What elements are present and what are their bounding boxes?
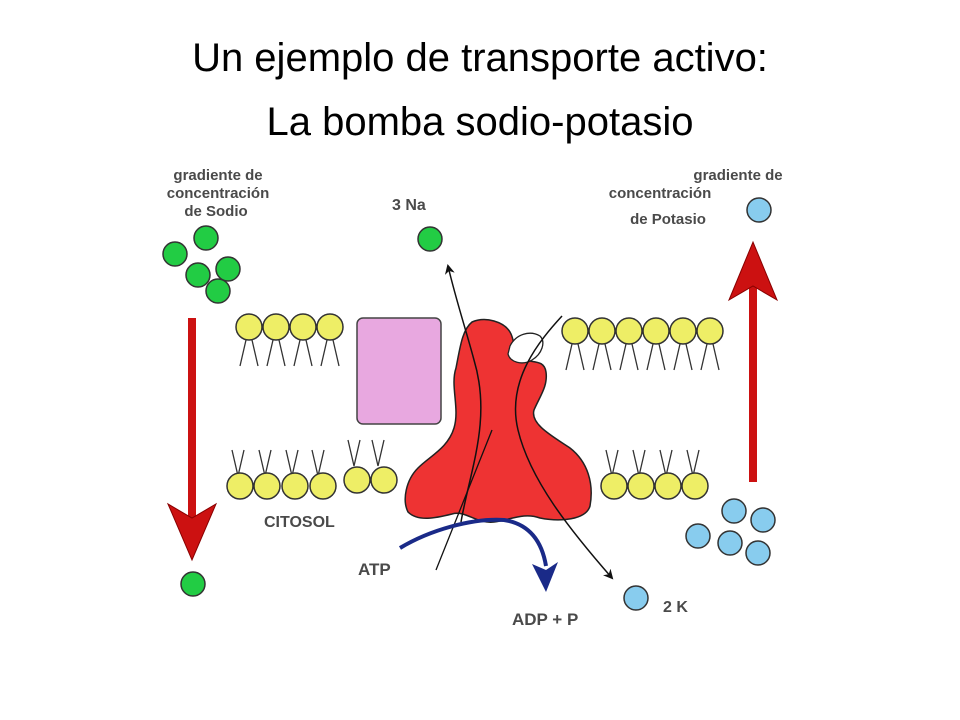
cytosol-label: CITOSOL: [264, 514, 335, 531]
upper-lipid-layer-right: [561, 317, 724, 371]
lower-lipid-layer-left: [226, 439, 398, 500]
potassium-gradient-arrow: [727, 240, 779, 482]
sodium-ion-outside: [417, 226, 443, 252]
title-line-2: La bomba sodio-potasio: [266, 100, 694, 144]
lower-lipid-layer-right: [600, 449, 709, 500]
potassium-ion-inside: [623, 585, 649, 611]
upper-lipid-layer-left: [235, 313, 344, 367]
potassium-ion: [750, 507, 776, 533]
sodium-ion-cytosol: [180, 571, 206, 597]
potassium-gradient-label: gradiente de concentración de Potasio: [609, 167, 783, 228]
atp-hydrolysis-arrow: [398, 517, 558, 592]
sodium-count-label: 3 Na: [392, 197, 426, 214]
channel-protein: [356, 317, 442, 425]
potassium-gradient-line-1: gradiente de: [693, 167, 782, 184]
title-line-1: Un ejemplo de transporte activo:: [192, 36, 768, 80]
sodium-ion: [162, 241, 188, 267]
sodium-cluster: [162, 225, 241, 304]
sodium-gradient-line-2: concentración: [167, 185, 270, 202]
sodium-gradient-arrow: [166, 318, 218, 562]
potassium-cluster: [685, 498, 776, 566]
potassium-ion-outside: [746, 197, 772, 223]
potassium-ion: [745, 540, 771, 566]
sodium-gradient-line-1: gradiente de: [173, 167, 262, 184]
potassium-count-label: 2 K: [663, 599, 688, 616]
potassium-ion: [717, 530, 743, 556]
sodium-gradient-line-3: de Sodio: [184, 203, 247, 220]
potassium-transport-path: [514, 315, 614, 580]
atp-label: ATP: [358, 560, 391, 579]
sodium-gradient-label: gradiente de concentración de Sodio: [167, 167, 270, 220]
sodium-ion: [205, 278, 231, 304]
adp-label: ADP + P: [512, 610, 578, 629]
sodium-transport-path: [444, 264, 482, 523]
potassium-ion: [721, 498, 747, 524]
potassium-gradient-line-3: de Potasio: [630, 211, 706, 228]
sodium-ion: [193, 225, 219, 251]
extra-transport-line: [435, 429, 493, 571]
potassium-ion: [685, 523, 711, 549]
sodium-ion: [185, 262, 211, 288]
sodium-ion: [215, 256, 241, 282]
potassium-gradient-line-2: concentración: [609, 185, 712, 202]
pump-binding-site: [507, 332, 544, 364]
